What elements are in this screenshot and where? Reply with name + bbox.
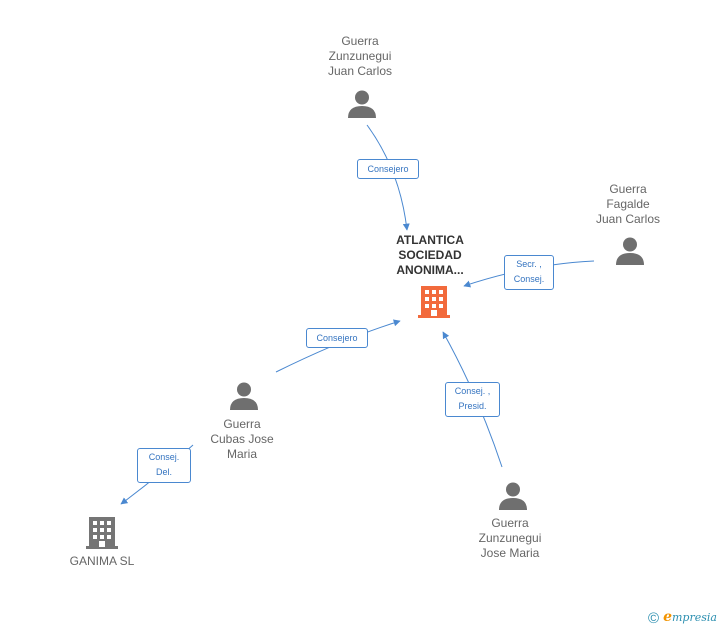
building-icon[interactable] [86,515,118,549]
person-name-line: Zunzunegui [328,49,392,63]
person-icon[interactable] [229,381,259,411]
person-name-line: Juan Carlos [595,212,661,226]
brand-name: mpresia [671,611,717,624]
person-name-line: Fagalde [606,197,650,211]
relation-text: Consej. , [454,386,491,396]
relation-text: Presid. [458,401,487,411]
person-top-label[interactable]: Guerra Zunzunegui Juan Carlos [310,34,410,79]
main-company-name-line: SOCIEDAD [398,248,462,262]
relation-text: Consej. [513,274,545,284]
relation-label-ganima[interactable]: Consej. Del. [137,448,191,483]
person-icon[interactable] [615,236,645,266]
person-left-label[interactable]: Guerra Cubas Jose Maria [192,417,292,462]
relation-text: Consejero [367,164,409,174]
person-right-label[interactable]: Guerra Fagalde Juan Carlos [578,182,678,227]
person-name-line: Guerra [223,417,261,431]
main-company-name-line: ANONIMA... [396,263,464,277]
company-ganima-label[interactable]: GANIMA SL [52,554,152,569]
person-icon[interactable] [347,89,377,119]
person-name-line: Guerra [491,516,529,530]
person-name-line: Jose Maria [480,546,540,560]
relation-text: Consejero [316,333,358,343]
relation-label-top[interactable]: Consejero [357,159,419,179]
main-company-name-line: ATLANTICA [396,233,464,247]
person-name-line: Cubas Jose [210,432,274,446]
person-name-line: Guerra [341,34,379,48]
main-company-name[interactable]: ATLANTICA SOCIEDAD ANONIMA... [380,233,480,278]
person-name-line: Maria [226,447,257,461]
empresia-brand[interactable]: ©empresia [648,609,717,627]
person-bottom-label[interactable]: Guerra Zunzunegui Jose Maria [460,516,560,561]
copyright-symbol: © [648,610,660,627]
building-icon[interactable] [418,284,450,318]
person-name-line: Guerra [609,182,647,196]
person-name-line: Juan Carlos [327,64,393,78]
relation-text: Del. [155,467,172,477]
relation-label-right[interactable]: Secr. , Consej. [504,255,554,290]
person-icon[interactable] [498,481,528,511]
relation-label-bottom[interactable]: Consej. , Presid. [445,382,500,417]
company-ganima-name: GANIMA SL [69,554,135,568]
relation-text: Consej. [148,452,180,462]
relation-label-left[interactable]: Consejero [306,328,368,348]
brand-e: e [663,609,672,625]
relation-text: Secr. , [516,259,542,269]
person-name-line: Zunzunegui [478,531,542,545]
